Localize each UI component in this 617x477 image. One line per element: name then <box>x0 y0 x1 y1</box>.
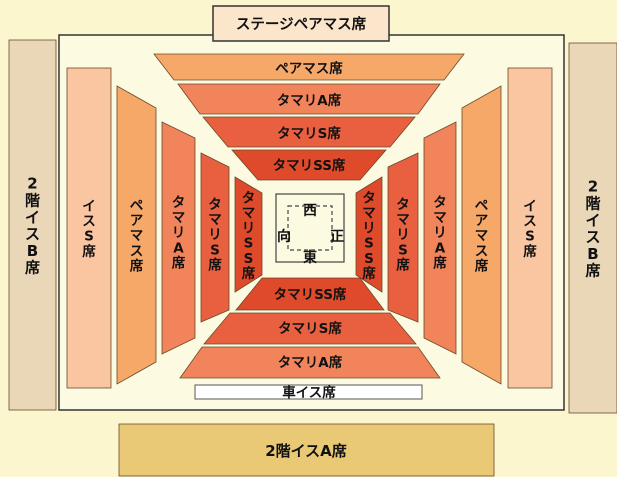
top-tamari-s-label: タマリS席 <box>277 125 341 142</box>
right-isu-s-shape[interactable] <box>507 67 553 389</box>
right-tamari-ss-shape[interactable] <box>355 176 383 293</box>
ring-outer-line <box>275 193 345 263</box>
top-tamari-a-label: タマリA席 <box>277 92 342 109</box>
bottom-tamari-ss-shape[interactable] <box>235 277 385 311</box>
stage-pair-mass-block[interactable]: ステージペアマス席 <box>212 5 390 42</box>
balcony-a-label: 2階イスA席 <box>265 442 347 460</box>
stage-pair-mass-label: ステージペアマス席 <box>236 15 367 33</box>
bottom-tamari-ss-label: タマリSS席 <box>274 286 347 303</box>
wheelchair-block[interactable]: 車イス席 <box>194 384 423 401</box>
bottom-tamari-s-block[interactable]: タマリS席 <box>203 312 417 345</box>
top-tamari-ss-block[interactable]: タマリSS席 <box>231 149 387 181</box>
top-tamari-ss-label: タマリSS席 <box>273 157 346 174</box>
top-tamari-a-block[interactable]: タマリA席 <box>177 83 441 115</box>
bottom-tamari-ss-block[interactable]: タマリSS席 <box>235 277 385 311</box>
left-tamari-s-shape[interactable] <box>200 152 230 323</box>
top-pair-mass-shape[interactable] <box>153 53 465 81</box>
left-tamari-ss-shape[interactable] <box>234 176 263 293</box>
ring: 西 東 向 正 <box>270 188 350 268</box>
wheelchair-shape[interactable] <box>194 384 423 400</box>
left-pair-mass-shape[interactable] <box>116 85 157 385</box>
wheelchair-label: 車イス席 <box>282 384 336 401</box>
ring-front-label: 正 <box>330 229 344 245</box>
top-tamari-ss-shape[interactable] <box>231 149 387 181</box>
left-pair-mass-label: ペアマス席 <box>130 198 144 275</box>
stage-pair-mass-shape[interactable] <box>212 5 390 42</box>
bottom-tamari-a-block[interactable]: タマリA席 <box>179 346 441 379</box>
balcony-b-right-shape[interactable] <box>568 42 617 414</box>
left-tamari-a-shape[interactable] <box>161 121 196 355</box>
left-isu-s-shape[interactable] <box>66 67 112 389</box>
top-pair-mass-block[interactable]: ペアマス席 <box>153 53 465 81</box>
right-tamari-s-shape[interactable] <box>387 152 419 323</box>
ring-back-label: 向 <box>277 228 291 245</box>
right-tamari-a-shape[interactable] <box>423 121 457 355</box>
ring-west-label: 西 <box>303 203 317 219</box>
top-tamari-s-shape[interactable] <box>202 116 416 148</box>
top-tamari-s-block[interactable]: タマリS席 <box>202 116 416 148</box>
left-pair-mass-block[interactable]: ペアマス席 <box>116 85 157 385</box>
bottom-tamari-s-shape[interactable] <box>203 312 417 345</box>
balcony-a-block[interactable]: 2階イスA席 <box>118 423 495 477</box>
balcony-b-left-shape[interactable] <box>8 39 57 411</box>
right-pair-mass-label: ペアマス席 <box>475 198 489 275</box>
ring-area <box>270 188 350 268</box>
ring-east-label: 東 <box>303 249 317 266</box>
bottom-tamari-a-label: タマリA席 <box>278 354 343 371</box>
top-pair-mass-label: ペアマス席 <box>275 60 343 77</box>
bottom-tamari-s-label: タマリS席 <box>278 320 342 337</box>
ring-dohyo-line <box>287 205 333 251</box>
top-tamari-a-shape[interactable] <box>177 83 441 115</box>
right-pair-mass-block[interactable]: ペアマス席 <box>461 85 502 385</box>
bottom-tamari-a-shape[interactable] <box>179 346 441 379</box>
balcony-a-shape[interactable] <box>118 423 495 477</box>
right-pair-mass-shape[interactable] <box>461 85 502 385</box>
